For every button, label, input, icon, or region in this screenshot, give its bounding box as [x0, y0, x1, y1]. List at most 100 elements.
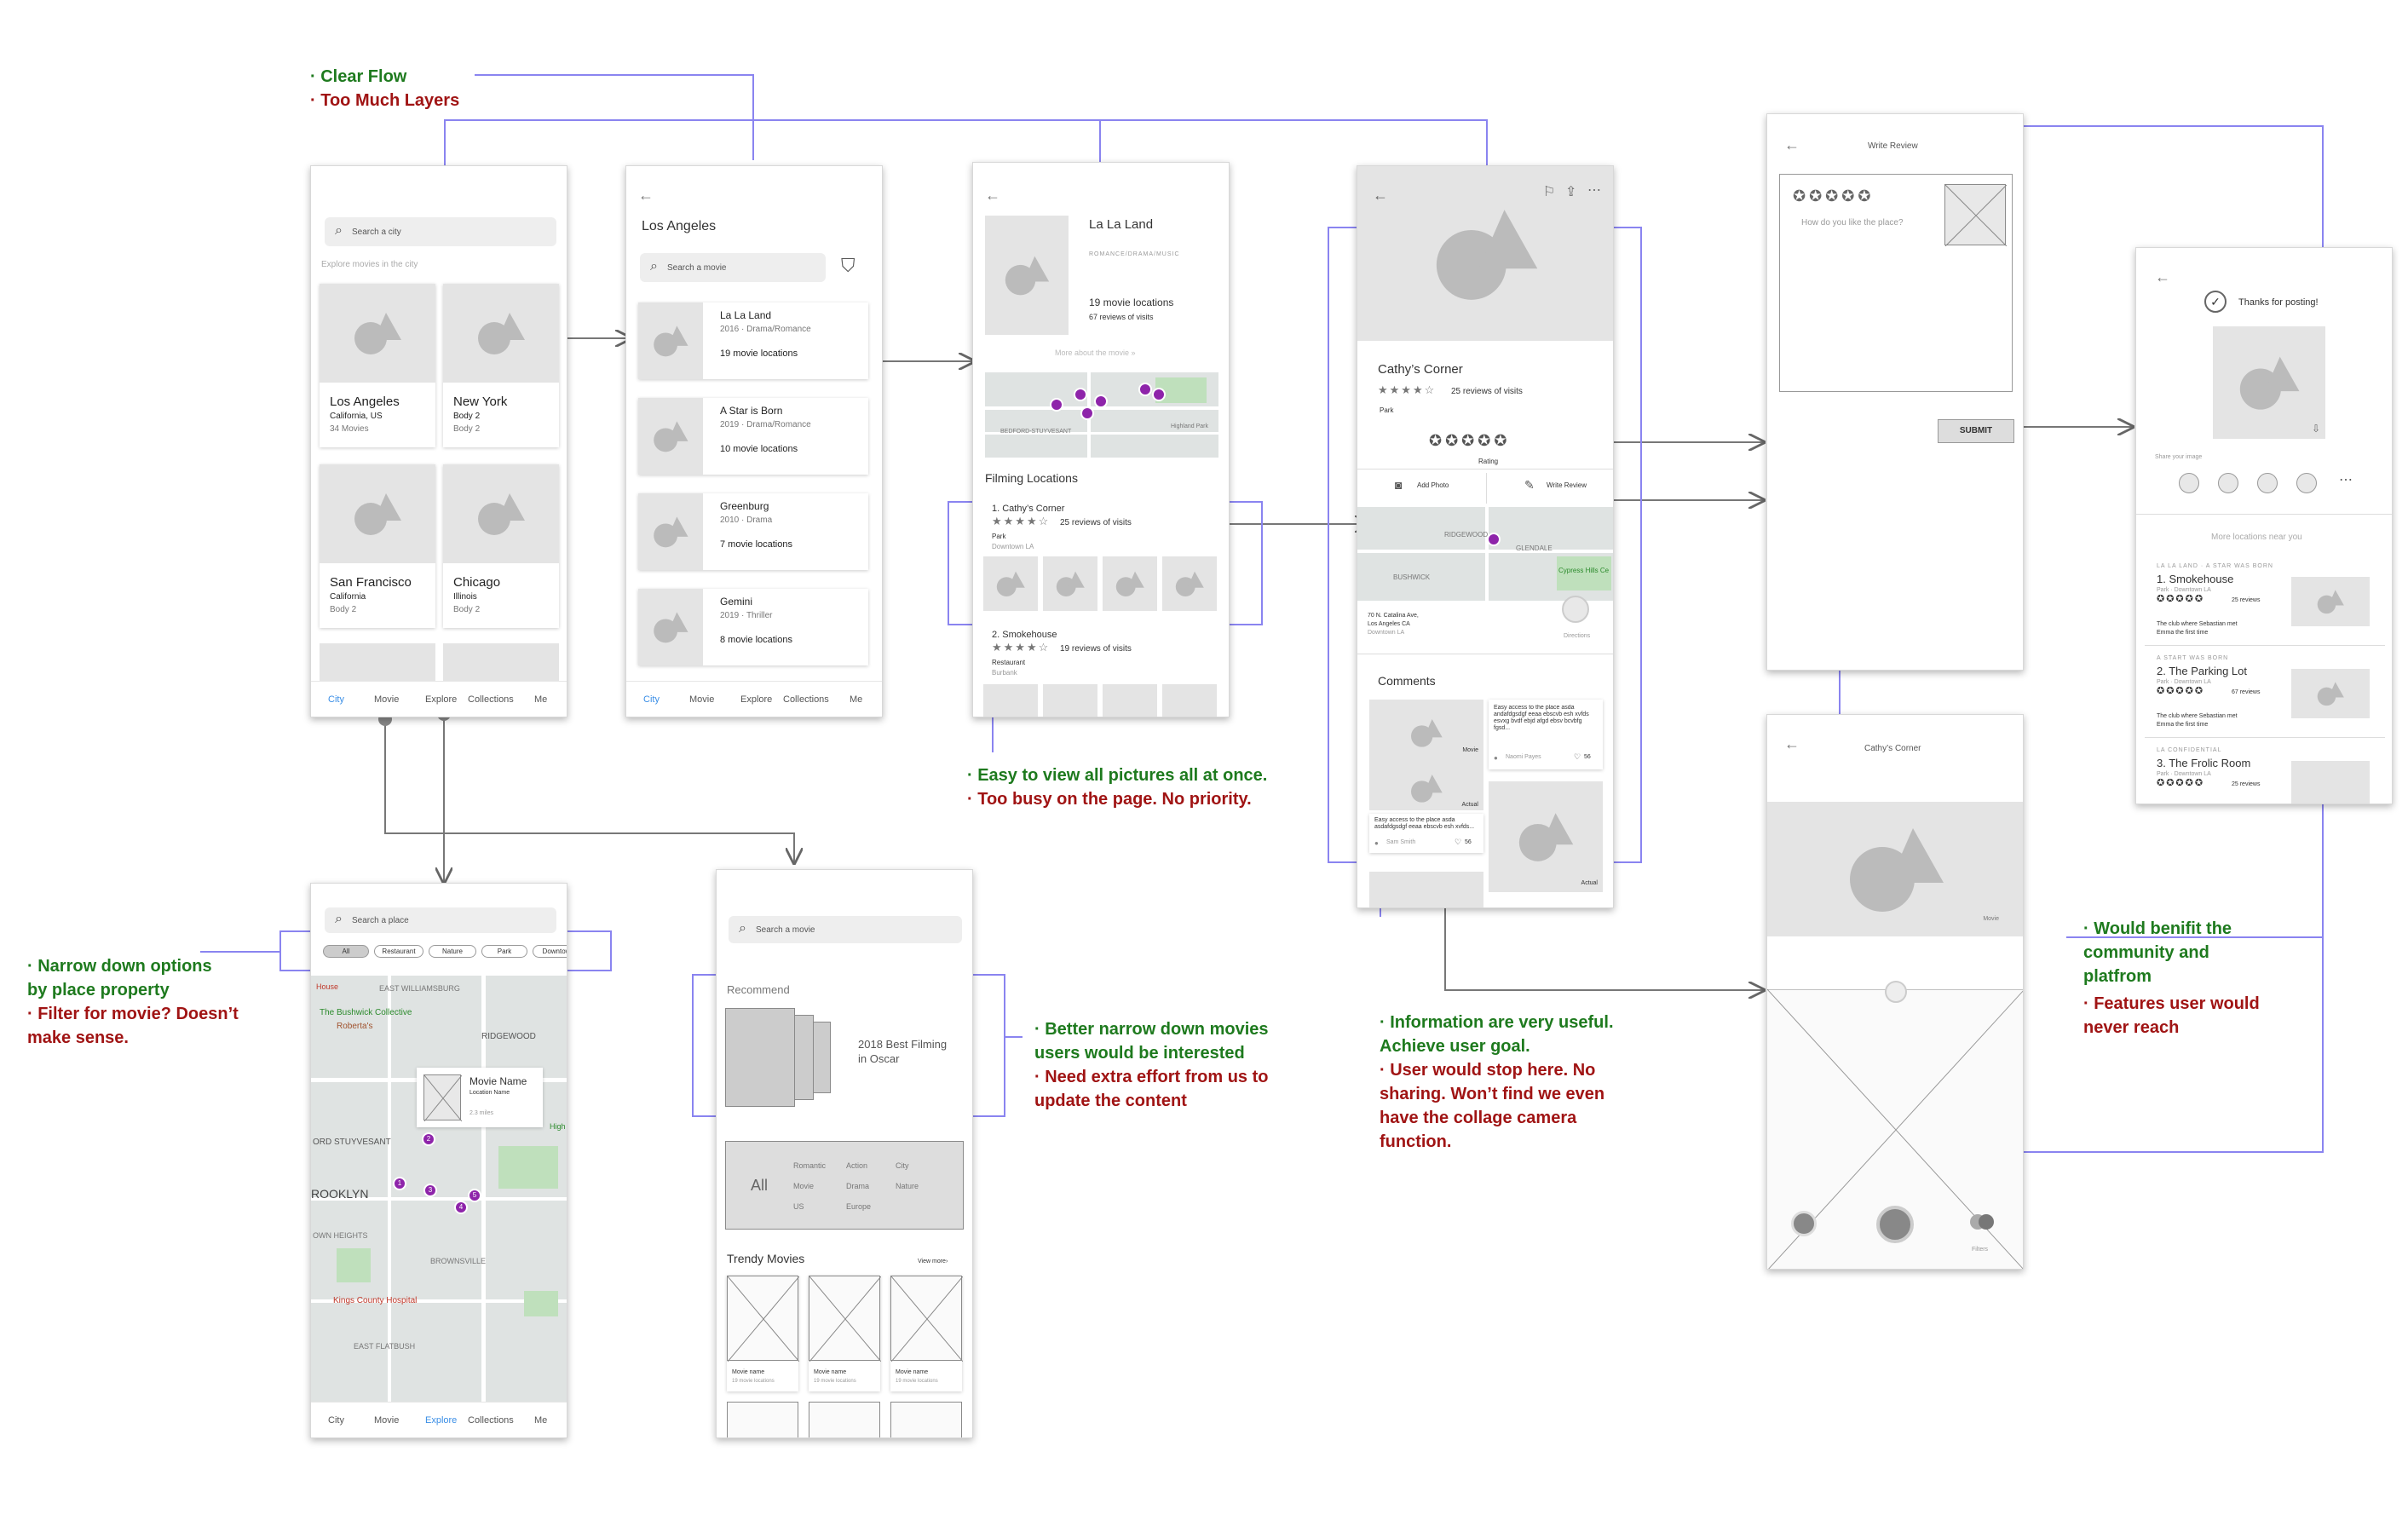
city-card-chicago[interactable]: Chicago Illinois Body 2	[443, 464, 559, 628]
shutter-button[interactable]	[1876, 1206, 1914, 1243]
tab-movie[interactable]: Movie	[374, 694, 400, 705]
filter-chip-restaurant[interactable]: Restaurant	[374, 945, 423, 958]
map-pin[interactable]	[1487, 533, 1501, 546]
place-map[interactable]: RIDGEWOOD GLENDALE BUSHWICK Cypress Hill…	[1357, 507, 1613, 601]
filter-chip-nature[interactable]: Nature	[429, 945, 476, 958]
tab-movie[interactable]: Movie	[374, 1415, 400, 1426]
rating-input-stars[interactable]: ✪✪✪✪✪	[1793, 187, 1875, 204]
category-item[interactable]: Drama	[846, 1182, 870, 1190]
tab-city[interactable]: City	[643, 694, 660, 705]
category-item[interactable]: Romantic	[793, 1161, 827, 1170]
city-search-input[interactable]: Search a city	[325, 217, 556, 246]
tab-me[interactable]: Me	[850, 694, 863, 705]
city-card-ny[interactable]: New York Body 2 Body 2	[443, 284, 559, 447]
tab-me[interactable]: Me	[534, 1415, 548, 1426]
map-pin[interactable]	[1080, 406, 1094, 420]
more-icon[interactable]: ⋯	[2339, 473, 2353, 487]
tab-city[interactable]: City	[328, 1415, 344, 1426]
movie-search-input[interactable]: Search a movie	[729, 916, 962, 943]
share-option-icon[interactable]	[2257, 473, 2278, 493]
category-all[interactable]: All	[751, 1177, 769, 1194]
back-arrow-icon[interactable]: ←	[1373, 187, 1388, 204]
filters-icon[interactable]	[1970, 1214, 1994, 1231]
back-arrow-icon[interactable]: ←	[1784, 136, 1800, 153]
movie-card[interactable]: La La Land 2016 · Drama/Romance 19 movie…	[638, 302, 868, 379]
tab-me[interactable]: Me	[534, 694, 548, 705]
back-arrow-icon[interactable]: ←	[985, 187, 1000, 204]
comment-card[interactable]: Easy access to the place asda asdafdgsdg…	[1369, 814, 1483, 853]
item-desc: Emma the first time	[2157, 630, 2209, 636]
category-item[interactable]: Europe	[846, 1202, 872, 1211]
explore-map[interactable]: House EAST WILLIAMSBURG The Bushwick Col…	[311, 976, 567, 1402]
heart-icon[interactable]: ♡	[1455, 838, 1462, 846]
switch-camera-icon[interactable]	[1791, 1211, 1817, 1236]
tab-explore[interactable]: Explore	[740, 694, 773, 705]
bookmark-icon[interactable]: ⚐	[1543, 185, 1556, 199]
city-card-sf[interactable]: San Francisco California Body 2	[320, 464, 435, 628]
filter-chip-all[interactable]: All	[323, 945, 369, 958]
movie-search-input[interactable]: Search a movie	[640, 253, 826, 282]
map-pin[interactable]	[1152, 388, 1166, 401]
share-option-icon[interactable]	[2296, 473, 2317, 493]
add-photo-button[interactable]: Add Photo	[1417, 481, 1449, 489]
filter-icon[interactable]: ⛉	[841, 255, 855, 276]
rating-input-stars[interactable]: ✪✪✪✪✪	[1429, 432, 1511, 449]
tab-movie[interactable]: Movie	[689, 694, 715, 705]
trendy-movie-card[interactable]: Movie name 19 movie locations	[727, 1276, 799, 1391]
photo-upload-placeholder[interactable]	[1944, 184, 2007, 246]
category-item[interactable]: Movie	[793, 1182, 815, 1190]
filters-label[interactable]: Filters	[1972, 1247, 1989, 1253]
tab-collections[interactable]: Collections	[783, 694, 829, 705]
filter-chip-downtown[interactable]: Downtow	[533, 945, 567, 958]
edit-icon[interactable]: ✎	[1524, 478, 1535, 492]
category-item[interactable]: Nature	[896, 1182, 919, 1190]
share-option-icon[interactable]	[2179, 473, 2199, 493]
tab-collections[interactable]: Collections	[468, 1415, 514, 1426]
location-popup[interactable]: Movie Name Location Name 2.3 miles	[417, 1068, 543, 1127]
tab-explore[interactable]: Explore	[425, 694, 458, 705]
photo-placeholder-icon	[1043, 556, 1097, 611]
trendy-movie-card[interactable]: Movie name 19 movie locations	[890, 1276, 963, 1391]
camera-icon[interactable]: ◙	[1395, 478, 1403, 492]
city-card-la[interactable]: Los Angeles California, US 34 Movies	[320, 284, 435, 447]
movie-card[interactable]: Gemini 2019 · Thriller 8 movie locations	[638, 589, 868, 665]
more-about-link[interactable]: More about the movie »	[1055, 349, 1136, 357]
view-more-link[interactable]: View more›	[918, 1259, 948, 1264]
heart-icon[interactable]: ♡	[1574, 752, 1581, 761]
directions-icon[interactable]	[1562, 596, 1589, 623]
submit-button[interactable]: SUBMIT	[1938, 419, 2014, 443]
back-arrow-icon[interactable]: ←	[1784, 735, 1800, 752]
share-icon[interactable]: ⇪	[1565, 185, 1577, 199]
map-pin-5[interactable]: 5	[468, 1189, 481, 1202]
map-pin-2[interactable]: 2	[422, 1132, 435, 1146]
movie-card[interactable]: Greenburg 2010 · Drama 7 movie locations	[638, 493, 868, 570]
map-pin-3[interactable]: 3	[423, 1184, 437, 1197]
directions-button[interactable]: Directions	[1564, 633, 1591, 639]
screen-city: Search a city Explore movies in the city…	[310, 165, 567, 717]
category-item[interactable]: City	[896, 1161, 909, 1170]
filter-chip-park[interactable]: Park	[481, 945, 527, 958]
map-pin[interactable]	[1074, 388, 1087, 401]
map-pin-4[interactable]: 4	[454, 1201, 468, 1214]
tab-city[interactable]: City	[328, 694, 344, 705]
write-review-button[interactable]: Write Review	[1547, 481, 1587, 489]
trendy-movie-card[interactable]: Movie name 19 movie locations	[809, 1276, 881, 1391]
drag-handle-icon[interactable]	[1885, 981, 1907, 1003]
more-icon[interactable]: ⋯	[1587, 183, 1601, 198]
tab-collections[interactable]: Collections	[468, 694, 514, 705]
map-pin[interactable]	[1094, 395, 1108, 408]
download-icon[interactable]: ⇩	[2311, 423, 2320, 435]
locations-map[interactable]: BEDFORD-STUYVESANT Highland Park	[985, 372, 1218, 458]
map-pin-1[interactable]: 1	[393, 1177, 406, 1190]
category-item[interactable]: Action	[846, 1161, 868, 1170]
share-option-icon[interactable]	[2218, 473, 2238, 493]
movie-card[interactable]: A Star is Born 2019 · Drama/Romance 10 m…	[638, 398, 868, 475]
place-search-input[interactable]: Search a place	[325, 907, 556, 933]
back-arrow-icon[interactable]: ←	[638, 187, 654, 204]
tab-explore[interactable]: Explore	[425, 1415, 458, 1426]
category-item[interactable]: US	[793, 1202, 804, 1211]
map-pin[interactable]	[1138, 383, 1152, 396]
back-arrow-icon[interactable]: ←	[2155, 268, 2170, 285]
map-pin[interactable]	[1050, 398, 1063, 412]
comment-card[interactable]: Easy access to the place asda andafdgsdg…	[1489, 700, 1603, 769]
